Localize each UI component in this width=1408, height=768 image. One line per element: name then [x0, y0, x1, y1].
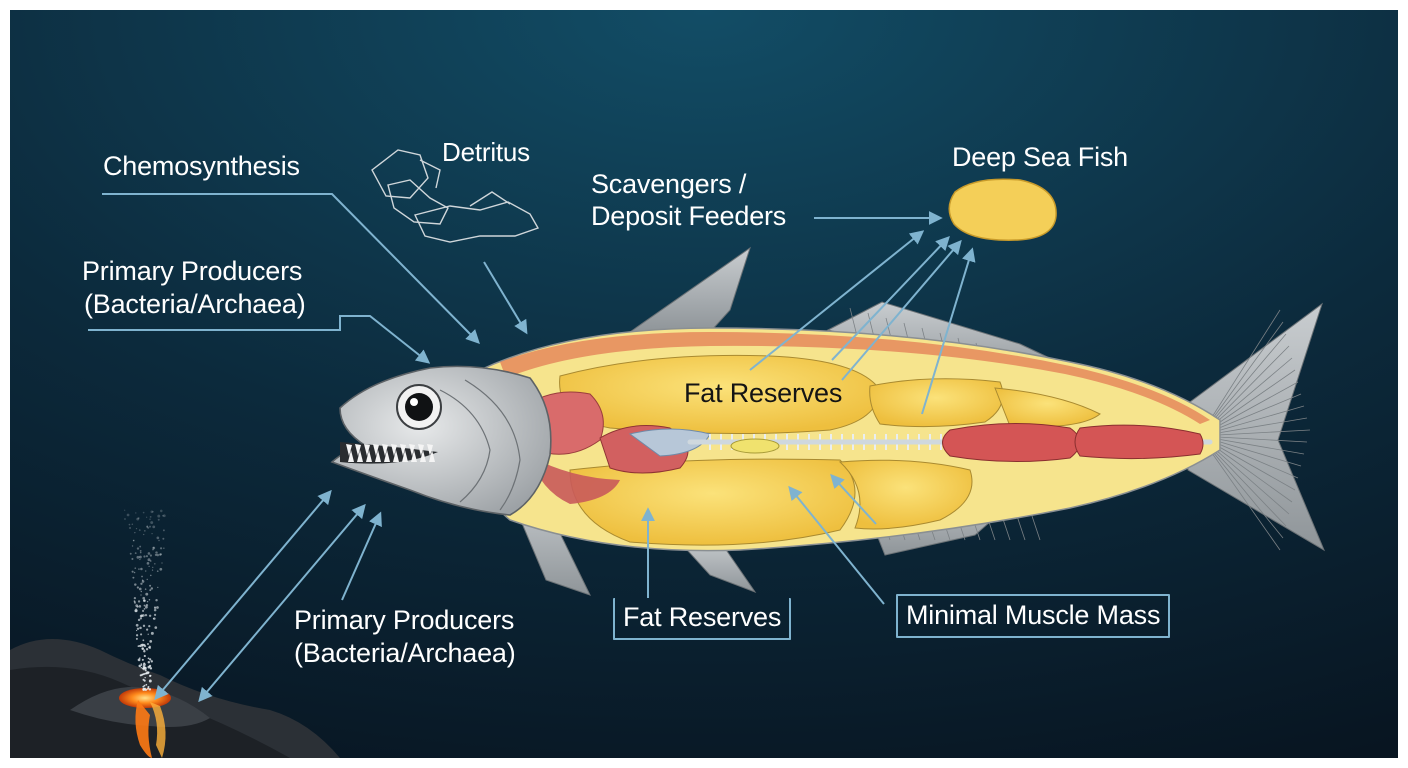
arrow-muscle-2 [830, 473, 877, 525]
arrow-fat-4 [921, 247, 976, 415]
arrow-fat-1 [749, 230, 925, 371]
deep-sea-fish-cross-section [330, 246, 1326, 596]
arrow-primary-producers-top [88, 315, 431, 364]
arrow-primary-producers-bottom [341, 511, 382, 601]
label-fat-reserves-bottom: Fat Reserves [613, 598, 792, 640]
label-chemosynthesis: Chemosynthesis [103, 151, 300, 181]
label-primary-producers-top-line1: Primary Producers [82, 256, 303, 286]
arrow-chemosynthesis [102, 193, 480, 344]
label-primary-producers-bottom-line2: (Bacteria/Archaea) [294, 638, 516, 668]
label-scavengers-line1: Scavengers / [591, 169, 747, 199]
label-primary-producers-bottom-line1: Primary Producers [294, 605, 515, 635]
arrow-muscle-1 [788, 485, 885, 605]
label-primary-producers-top-line2: (Bacteria/Archaea) [84, 289, 306, 319]
label-scavengers-line2: Deposit Feeders [591, 201, 787, 231]
flow-arrows [88, 193, 976, 703]
arrow-fat-2 [831, 235, 950, 361]
label-deep-sea-fish: Deep Sea Fish [952, 142, 1128, 172]
label-minimal-muscle-mass: Minimal Muscle Mass [896, 594, 1171, 638]
arrow-vent-2 [198, 503, 366, 703]
arrow-fat-3 [841, 239, 962, 381]
deep-sea-fish-blob [948, 178, 1057, 241]
food-web-diagram [10, 10, 1398, 758]
label-fat-reserves-inside: Fat Reserves [684, 378, 843, 408]
label-detritus: Detritus [442, 137, 530, 167]
arrow-detritus [483, 261, 528, 335]
detritus-icon [371, 149, 540, 243]
diagram-stage: Chemosynthesis Detritus Scavengers / Dep… [10, 10, 1398, 758]
